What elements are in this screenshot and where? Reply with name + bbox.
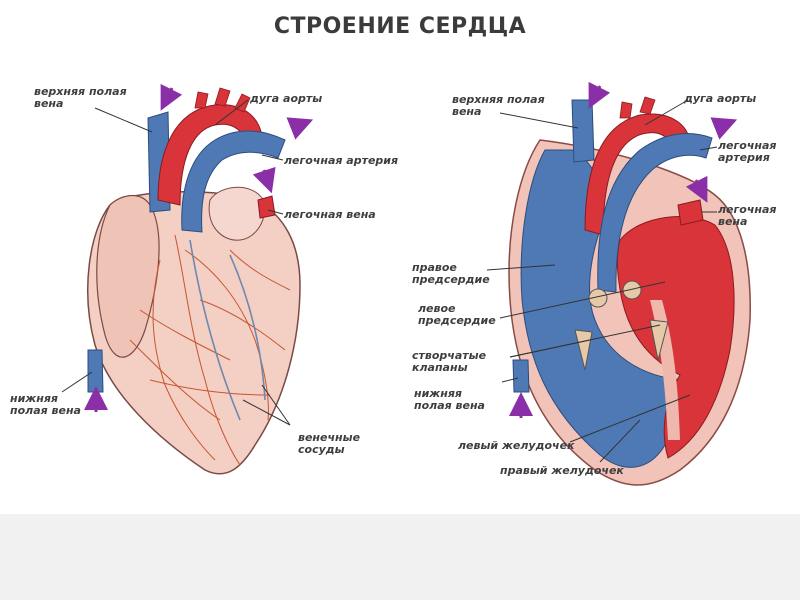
pulmonary-vein-right xyxy=(677,199,704,226)
aortic-branches-left xyxy=(194,87,251,113)
label-right-valves: створчатые клапаны xyxy=(412,349,487,374)
label-right-left-atrium: левое предсердие xyxy=(418,302,496,327)
inferior-vena-cava-left xyxy=(87,349,104,393)
leader-lines-left xyxy=(61,99,291,426)
label-right-pulmonary-vein: легочная вена xyxy=(718,203,777,228)
label-right-right-ventricle: правый желудочек xyxy=(500,464,624,477)
label-left-ivc: нижняя полая вена xyxy=(10,392,81,417)
label-left-pulmonary-vein: легочная вена xyxy=(284,208,376,221)
label-left-pulmonary-artery: легочная артерия xyxy=(284,154,399,167)
right-atrium-outer xyxy=(96,195,160,358)
label-right-ivc: нижняя полая вена xyxy=(414,387,485,412)
diagram-title: СТРОЕНИЕ СЕРДЦА xyxy=(273,14,527,39)
label-left-svc: верхняя полая вена xyxy=(34,85,127,110)
external-heart-view xyxy=(61,83,314,475)
flow-arrows-right xyxy=(509,81,738,418)
left-chambers xyxy=(616,216,735,459)
superior-vena-cava-right xyxy=(571,99,595,163)
label-right-left-ventricle: левый желудочек xyxy=(458,439,575,452)
slide-footer-band xyxy=(0,514,800,600)
internal-heart-section xyxy=(486,81,751,486)
aortic-branches-right xyxy=(619,96,656,119)
coronary-vessels-drawing xyxy=(129,234,291,466)
label-left-coronary: венечные сосуды xyxy=(298,431,361,456)
cardiac-veins-drawing xyxy=(189,239,266,421)
label-right-aortic-arch: дуга аорты xyxy=(684,92,757,105)
flow-arrows-left xyxy=(84,83,314,412)
pulmonary-vein-left xyxy=(257,195,276,219)
leader-lines-right xyxy=(486,99,718,463)
label-right-svc: верхняя полая вена xyxy=(452,93,545,118)
label-right-pulmonary-artery: легочная артерия xyxy=(718,139,777,164)
left-atrium-outer xyxy=(208,186,265,241)
inferior-vena-cava-right xyxy=(512,359,530,393)
label-right-right-atrium: правое предсердие xyxy=(412,261,490,286)
pulmonary-artery-left xyxy=(181,130,286,233)
label-left-aortic-arch: дуга аорты xyxy=(250,92,323,105)
